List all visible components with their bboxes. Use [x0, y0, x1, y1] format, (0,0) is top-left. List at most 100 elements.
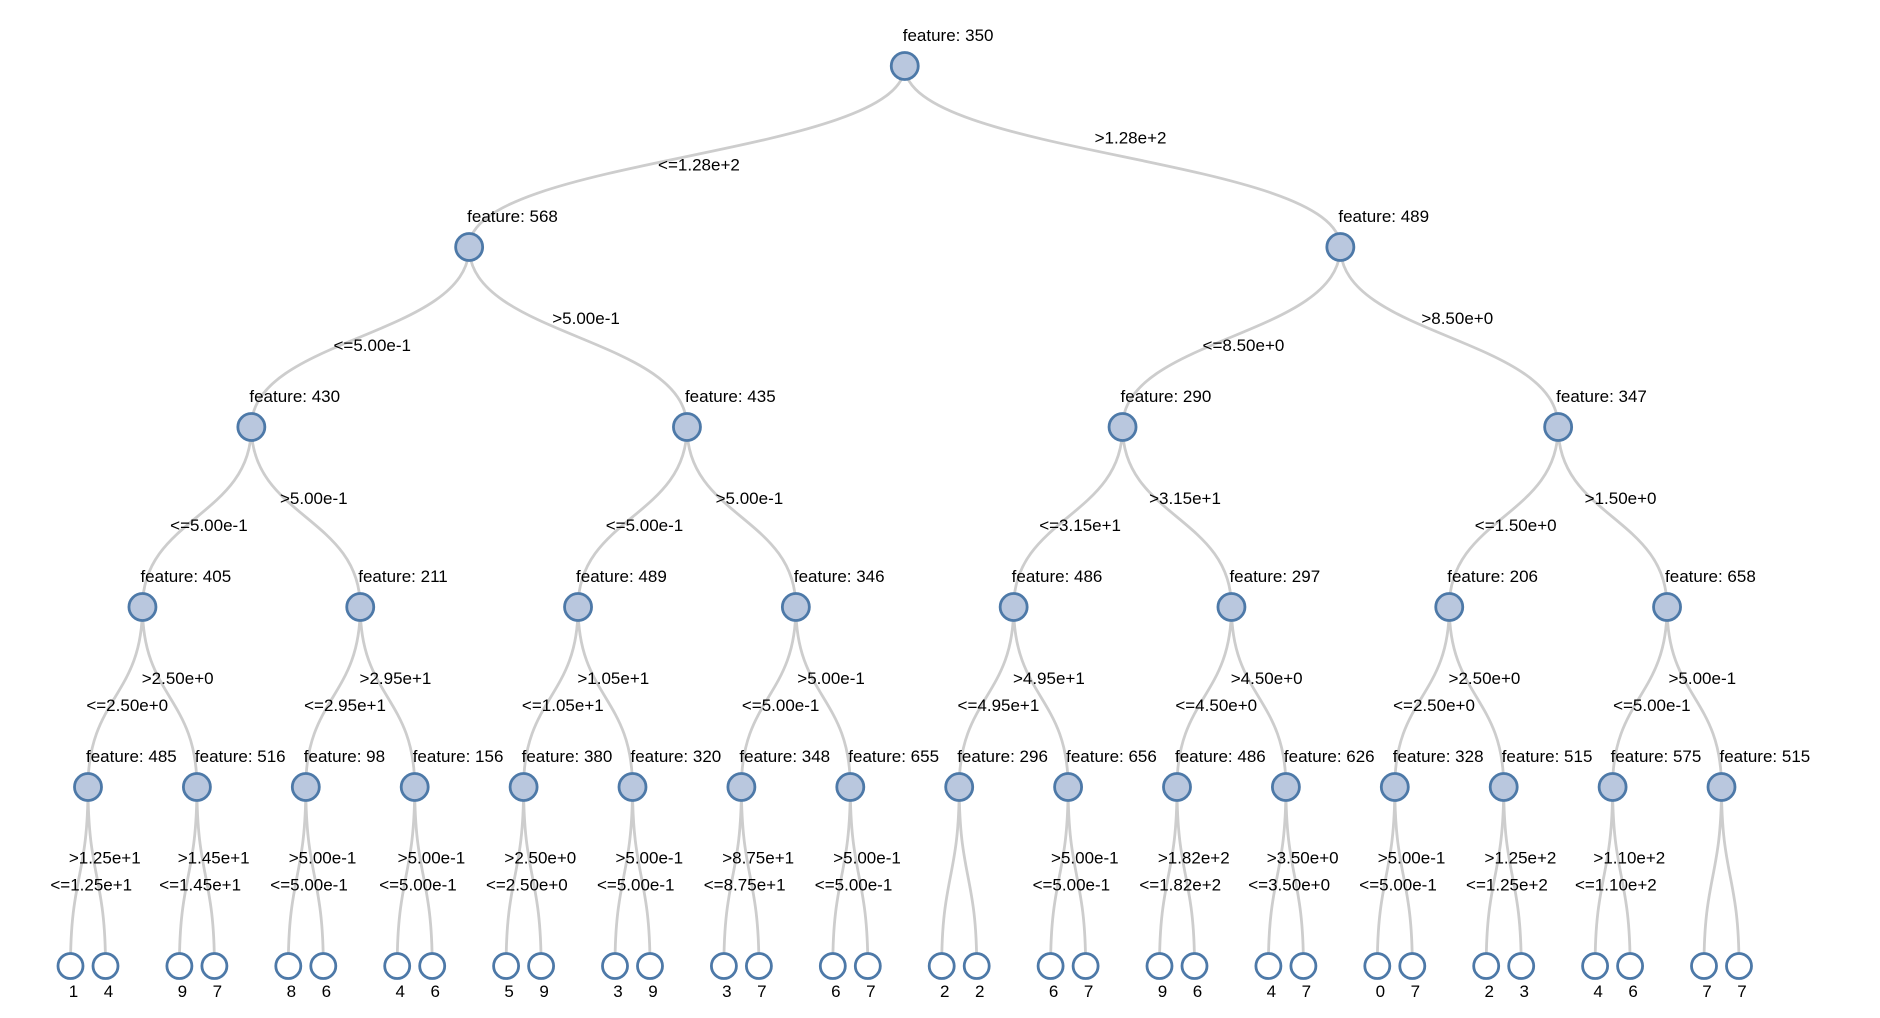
- split-condition-gt-label: >5.00e-1: [398, 849, 466, 868]
- leaf-value-label: 9: [648, 982, 657, 1001]
- edge-right-branch: [1284, 785, 1305, 968]
- feature-label: feature: 430: [249, 387, 340, 406]
- feature-label: feature: 568: [467, 207, 558, 226]
- edge-left-branch: [249, 245, 471, 429]
- edge-left-branch: [1593, 785, 1614, 968]
- feature-label: feature: 515: [1720, 747, 1811, 766]
- split-condition-le-label: <=5.00e-1: [597, 876, 675, 895]
- leaf-value-label: 7: [1702, 982, 1711, 1001]
- feature-label: feature: 516: [195, 747, 286, 766]
- leaf-node: [200, 952, 229, 980]
- split-condition-gt-label: >3.15e+1: [1149, 489, 1221, 508]
- split-node: [73, 772, 103, 802]
- leaf-value-label: 3: [1519, 982, 1528, 1001]
- split-condition-le-label: <=2.50e+0: [86, 696, 168, 715]
- edges-layer: [69, 64, 1741, 968]
- edge-left-branch: [1702, 785, 1723, 968]
- split-condition-gt-label: >8.50e+0: [1421, 309, 1493, 328]
- feature-label: feature: 515: [1502, 747, 1593, 766]
- edge-left-branch: [576, 425, 689, 609]
- feature-label: feature: 435: [685, 387, 776, 406]
- leaf-node: [636, 952, 664, 980]
- leaf-node: [1398, 952, 1427, 980]
- edge-right-branch: [1447, 605, 1506, 789]
- edge-right-branch: [522, 785, 543, 968]
- edge-left-branch: [613, 785, 634, 968]
- leaf-value-label: 2: [940, 982, 949, 1001]
- leaf-node: [527, 952, 555, 980]
- feature-label: feature: 489: [576, 567, 667, 586]
- edge-right-branch: [740, 785, 761, 968]
- edge-left-branch: [141, 425, 253, 609]
- leaf-value-label: 6: [831, 982, 840, 1001]
- edge-left-branch: [831, 785, 852, 968]
- edge-left-branch: [1611, 605, 1669, 789]
- split-node: [1216, 592, 1247, 622]
- split-node: [1379, 772, 1410, 802]
- split-condition-gt-label: >1.25e+1: [69, 849, 141, 868]
- leaf-value-label: 9: [539, 982, 548, 1001]
- feature-label: feature: 489: [1338, 207, 1429, 226]
- leaf-node: [165, 952, 194, 980]
- split-condition-le-label: <=1.82e+2: [1139, 876, 1221, 895]
- split-condition-gt-label: >8.75e+1: [722, 849, 794, 868]
- split-condition-gt-label: >2.95e+1: [360, 669, 432, 688]
- split-condition-le-label: <=5.00e-1: [1359, 876, 1437, 895]
- split-condition-gt-label: >5.00e-1: [552, 309, 620, 328]
- edge-left-branch: [467, 64, 907, 249]
- edge-left-branch: [1121, 245, 1342, 429]
- split-condition-le-label: <=3.50e+0: [1248, 876, 1330, 895]
- split-node: [944, 772, 975, 802]
- feature-label: feature: 380: [522, 747, 613, 766]
- split-node: [563, 592, 593, 622]
- feature-label: feature: 486: [1012, 567, 1103, 586]
- edge-left-branch: [957, 605, 1016, 789]
- split-condition-gt-label: >1.45e+1: [178, 849, 250, 868]
- leaf-value-label: 6: [430, 982, 439, 1001]
- split-condition-gt-label: >3.50e+0: [1267, 849, 1339, 868]
- leaf-node: [818, 952, 847, 980]
- split-condition-le-label: <=2.50e+0: [486, 876, 568, 895]
- split-condition-le-label: <=1.25e+1: [50, 876, 132, 895]
- split-node: [889, 51, 920, 81]
- feature-label: feature: 320: [631, 747, 722, 766]
- split-node: [181, 772, 212, 802]
- split-condition-le-label: <=8.75e+1: [704, 876, 786, 895]
- feature-label: feature: 658: [1665, 567, 1756, 586]
- feature-label: feature: 350: [903, 26, 994, 45]
- split-condition-gt-label: >5.00e-1: [615, 849, 683, 868]
- split-node: [672, 412, 702, 442]
- split-condition-gt-label: >4.50e+0: [1231, 669, 1303, 688]
- leaf-node: [492, 952, 521, 980]
- split-condition-le-label: <=1.05e+1: [522, 696, 604, 715]
- leaf-node: [927, 952, 956, 980]
- edge-right-branch: [467, 245, 689, 429]
- split-node: [1162, 772, 1192, 802]
- leaf-value-label: 8: [287, 982, 296, 1001]
- edge-right-branch: [685, 425, 798, 609]
- split-condition-gt-label: >4.95e+1: [1013, 669, 1085, 688]
- split-node: [1107, 412, 1138, 442]
- edge-right-branch: [794, 605, 852, 789]
- edge-left-branch: [69, 785, 90, 968]
- edge-right-branch: [358, 605, 417, 789]
- leaf-value-label: 4: [395, 982, 404, 1001]
- edge-left-branch: [1267, 785, 1288, 968]
- split-node: [1325, 232, 1356, 262]
- feature-label: feature: 290: [1121, 387, 1212, 406]
- edge-right-branch: [413, 785, 434, 968]
- split-node: [998, 592, 1029, 622]
- edge-right-branch: [903, 64, 1342, 249]
- split-condition-le-label: <=1.45e+1: [159, 876, 241, 895]
- split-condition-le-label: <=1.25e+2: [1466, 876, 1548, 895]
- split-node: [1543, 412, 1574, 442]
- leaf-node: [1036, 952, 1065, 980]
- split-condition-gt-label: >5.00e-1: [833, 849, 901, 868]
- edge-left-branch: [1012, 425, 1124, 609]
- edge-right-branch: [576, 605, 634, 789]
- split-condition-le-label: <=5.00e-1: [333, 336, 411, 355]
- split-node: [454, 232, 485, 262]
- edge-right-branch: [1502, 785, 1523, 968]
- feature-label: feature: 328: [1393, 747, 1484, 766]
- edge-right-branch: [86, 785, 107, 968]
